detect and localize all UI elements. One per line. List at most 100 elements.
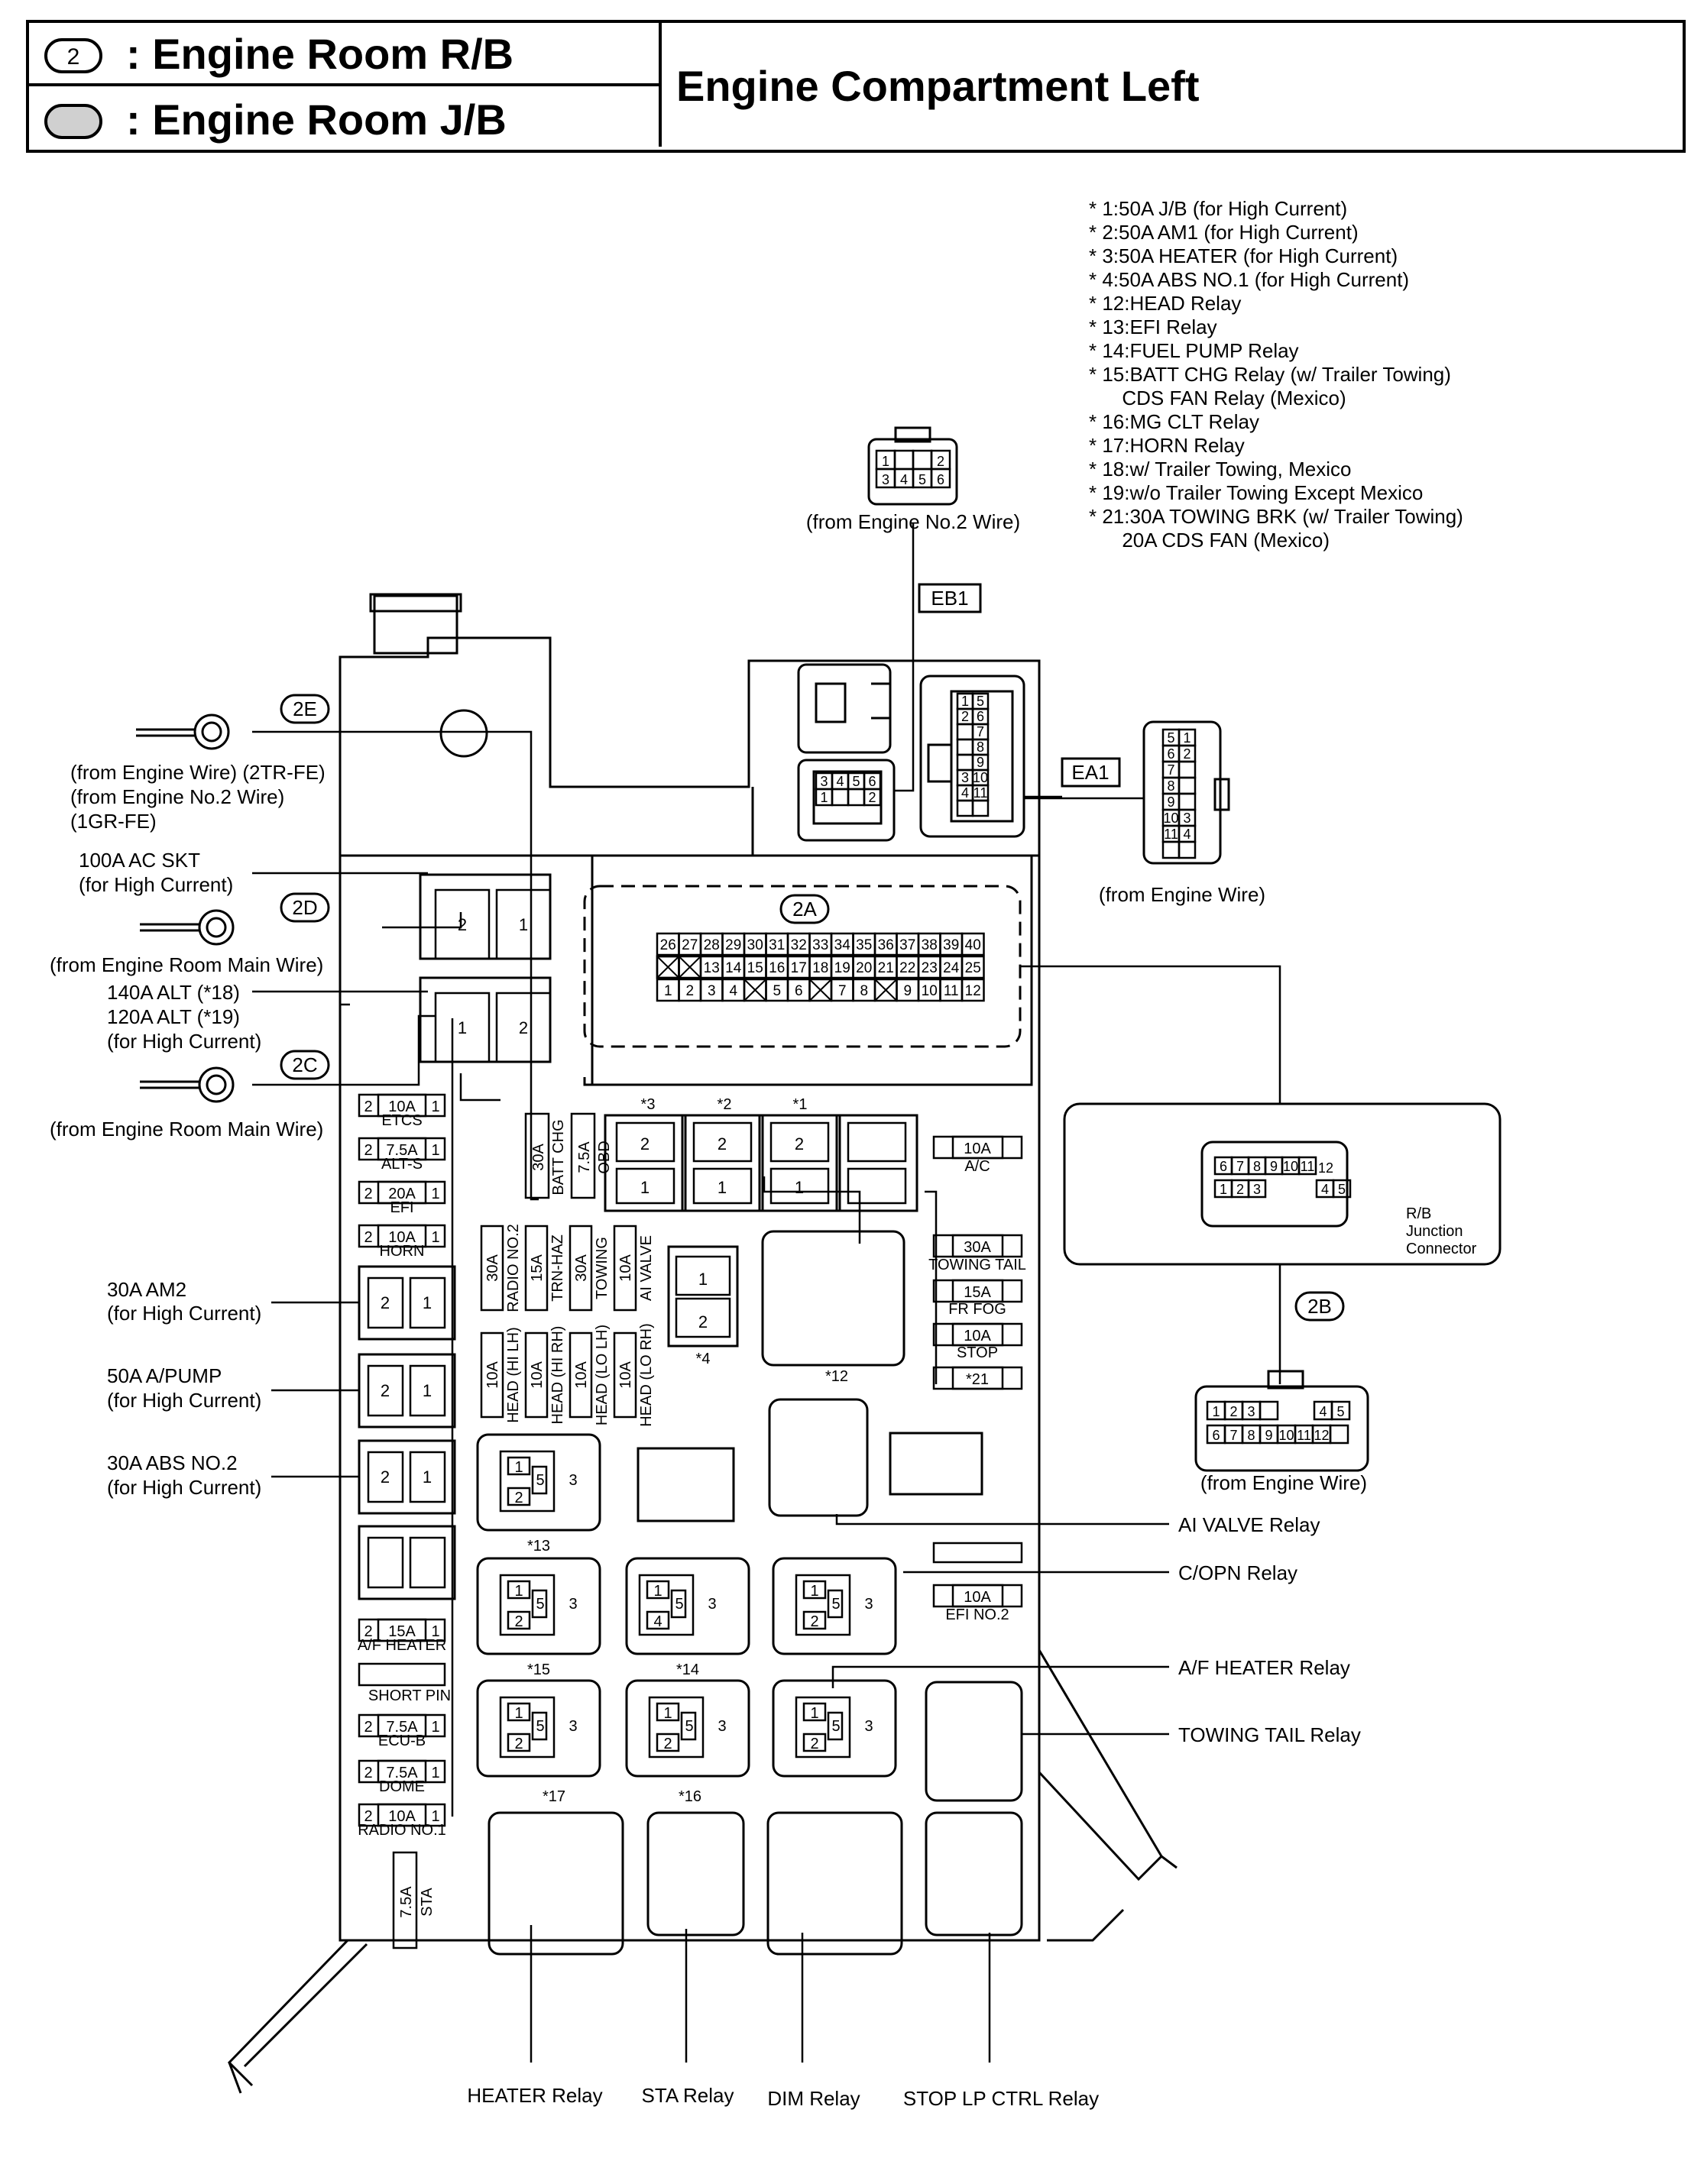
fuse-abs1-50a-frame [667,1245,739,1348]
fuse-rating: 10A [964,1141,991,1157]
pin-number: 1 [431,1229,439,1246]
pin-cell [1178,776,1197,795]
blocked-cavity-x [656,956,680,979]
connector-caption: Connector [1406,1241,1477,1257]
fuse-rating: 30A [484,1254,501,1282]
fuse-name: AI VALVE [638,1235,655,1301]
fuse-name: TRN-HAZ [549,1234,566,1302]
pin-number: 2 [364,1142,372,1159]
pin-number: 3 [864,1718,873,1735]
pin-number: 40 [965,937,981,953]
ea1-connector-outer [919,675,1025,838]
relay-pin [827,1589,844,1619]
pin-number: 8 [977,739,984,755]
pin-cell [1332,1179,1352,1199]
ea1-latch [927,743,953,783]
pin-number: 1 [519,915,528,934]
right-callout: TOWING TAIL Relay [1178,1723,1361,1746]
pin-number: 13 [704,960,720,976]
fuse-terminal [675,1255,731,1296]
pin-number: 9 [1270,1159,1278,1174]
relay-dim-frame [766,1811,903,1956]
pin-number: 5 [831,1718,840,1735]
footnote-line: * 4:50A ABS NO.1 (for High Current) [1089,268,1410,291]
left-callout: (for High Current) [79,873,233,896]
pin-number: 28 [704,937,720,953]
terminal-2c-ring [198,1066,235,1103]
fuse-terminal [409,1364,446,1417]
fuse-rating: 10A [617,1361,634,1389]
fuse-rating: 10A [388,1098,416,1115]
blade-fuse-body [377,1713,427,1738]
pin-cell [912,449,933,471]
pin-number: 9 [977,755,984,770]
pin-cell [893,449,915,471]
pin-number: 10 [973,770,988,785]
pin-number: 10 [1283,1159,1298,1174]
fuse-rating: 30A [530,1144,547,1171]
pin-number: 1 [458,1018,467,1037]
footnote-line: * 12:HEAD Relay [1089,292,1242,315]
pin-number: 12 [1314,1428,1329,1443]
rb-junction-connector [1200,1141,1349,1228]
relay-pin [680,1711,697,1741]
right-callout: AI VALVE Relay [1178,1513,1320,1536]
left-callout: (for High Current) [107,1302,261,1325]
fuse-terminal [409,1451,446,1503]
relay-pin [827,1711,844,1741]
left-callout: 100A AC SKT [79,849,200,872]
big-fuse-leaders [271,1301,359,1478]
pin-number: 1 [431,1098,439,1115]
pin-number: 2 [364,1765,372,1781]
jb-fuse-terminal [495,992,552,1063]
legend-rb-label: : Engine Room R/B [126,30,514,78]
pin-number: 2 [961,709,969,724]
pin-number: 10 [922,983,938,999]
blade-fuse-body [377,1759,427,1784]
pin-number: 4 [1319,1404,1327,1419]
fuse-name: HEAD (HI LH) [505,1327,522,1423]
left-callout: (for High Current) [107,1476,261,1499]
fuse-name: STOP [957,1344,998,1361]
pin-number: 2 [514,1736,523,1752]
pin-cell [1178,792,1197,811]
fuse-rating: 20A [388,1186,416,1202]
terminal-2c-ring-inner [206,1074,227,1095]
pin-number: 1 [431,1186,439,1202]
pin-number: 1 [653,1583,662,1600]
connector-source: (from Engine No.2 Wire) [806,510,1020,533]
pin-number: 3 [1183,811,1191,826]
pin-number: 12 [1318,1160,1333,1176]
blade-fuse [524,1331,549,1419]
tag-2c [280,1050,330,1080]
relay-marker: *14 [676,1661,699,1678]
blade-fuse [569,1331,593,1419]
fuse-rating: 15A [529,1254,546,1282]
relay-pin [507,1580,531,1600]
pin-number: 5 [675,1596,683,1613]
footnote-line: * 19:w/o Trailer Towing Except Mexico [1089,481,1424,504]
blade-fuse-body [377,1180,427,1205]
blade-fuse-body [951,1279,1004,1303]
pin-number: 23 [922,960,938,976]
header-divider-horizontal [26,83,659,86]
pin-number: 2 [364,1719,372,1736]
left-callout: (for High Current) [107,1030,261,1053]
fuse-rating: 7.5A [386,1765,418,1781]
connector-tag: 2E [293,697,317,720]
relay-pin [507,1610,531,1630]
tag-2e [280,694,330,724]
pin-number: 2 [1229,1404,1237,1419]
pin-number: 1 [1212,1404,1220,1419]
pin-number: 1 [423,1467,432,1487]
relay-c-opn-frame [772,1557,897,1655]
pin-number: 17 [791,960,807,976]
relay-marker: *13 [527,1538,550,1555]
blade-fuse-body [951,1234,1004,1258]
bottom-callout: STOP LP CTRL Relay [903,2087,1099,2110]
relay-body [499,1450,556,1513]
pin-number: 2 [810,1736,818,1752]
pin-cell [1329,1424,1349,1445]
pin-number: 1 [810,1583,818,1600]
fuse-rating: 7.5A [386,1719,418,1736]
